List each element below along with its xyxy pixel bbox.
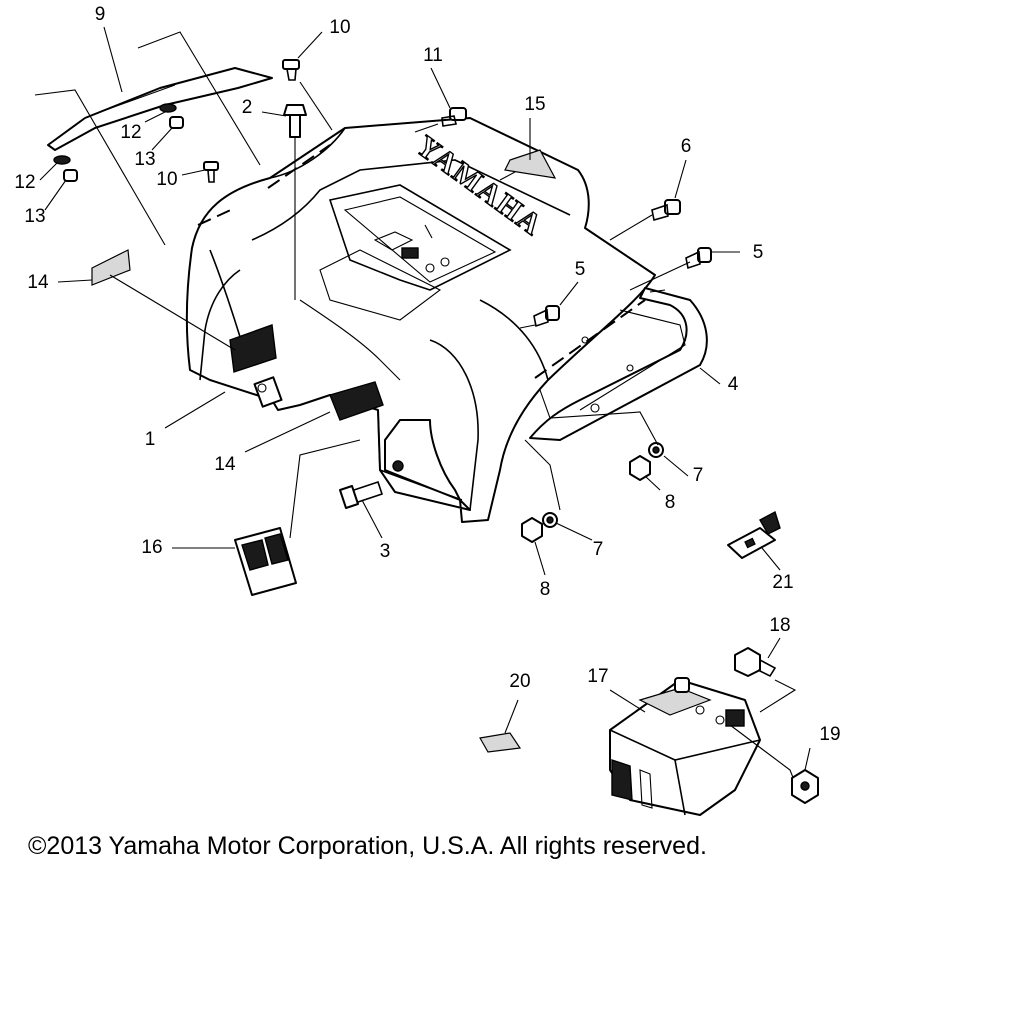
callout-5: 5 (575, 259, 586, 280)
part-9-flap (34, 31, 273, 246)
callout-7: 7 (593, 539, 604, 560)
callout-10: 10 (156, 169, 177, 190)
part-14-reflector-center (329, 381, 384, 421)
callout-12: 12 (14, 172, 35, 193)
part-13-nut (63, 116, 184, 182)
part-21-clip (727, 510, 781, 559)
callout-18: 18 (769, 615, 790, 636)
leader-lines (39, 26, 811, 771)
callout-20: 20 (509, 671, 530, 692)
callout-14: 14 (214, 454, 236, 475)
callout-15: 15 (524, 94, 545, 115)
part-20-label (479, 732, 522, 753)
callout-4: 4 (728, 374, 739, 395)
part-6-bolt (651, 199, 681, 222)
callout-21: 21 (772, 572, 793, 593)
callout-14: 14 (27, 272, 49, 293)
callout-8: 8 (665, 492, 676, 513)
callout-2: 2 (242, 97, 253, 118)
part-12-washer (53, 103, 177, 165)
part-4-guard-rail (529, 287, 708, 441)
part-10-bolt (282, 59, 300, 81)
callout-3: 3 (380, 541, 391, 562)
callout-16: 16 (141, 537, 162, 558)
part-4-dashed-guide (534, 299, 646, 379)
part-18-bolt (734, 647, 777, 678)
callout-7: 7 (693, 465, 704, 486)
callout-6: 6 (681, 136, 692, 157)
callout-19: 19 (819, 724, 840, 745)
callout-13: 13 (134, 149, 155, 170)
part-9-dashed-guide (197, 207, 236, 226)
part-5-bolt (533, 305, 560, 328)
callout-1: 1 (145, 429, 156, 450)
part-1-rear-fender (185, 117, 656, 523)
part-17-tool-box (609, 677, 799, 816)
part-19-nut (791, 769, 819, 804)
callout-9: 9 (95, 4, 106, 25)
part-8-nut (521, 455, 651, 543)
callout-13: 13 (24, 206, 45, 227)
callout-labels: 9 10 2 11 15 6 5 5 4 12 13 12 13 10 14 1… (14, 4, 840, 745)
part-11-bolt (441, 107, 467, 127)
part-5-bolt (685, 247, 712, 270)
callout-11: 11 (423, 45, 443, 66)
callout-17: 17 (587, 666, 608, 687)
part-10-bolt (203, 161, 219, 183)
part-14-reflector-left (91, 249, 277, 373)
part-3-bolt (339, 480, 384, 509)
part-16-plate (234, 527, 297, 596)
copyright-notice: ©2013 Yamaha Motor Corporation, U.S.A. A… (28, 832, 707, 860)
part-7-washer (542, 442, 664, 528)
callout-5: 5 (753, 242, 764, 263)
callout-12: 12 (120, 122, 141, 143)
part-9-dashed-guide (267, 144, 331, 189)
callout-8: 8 (540, 579, 551, 600)
callout-10: 10 (329, 17, 350, 38)
part-2-bolt (283, 104, 307, 300)
